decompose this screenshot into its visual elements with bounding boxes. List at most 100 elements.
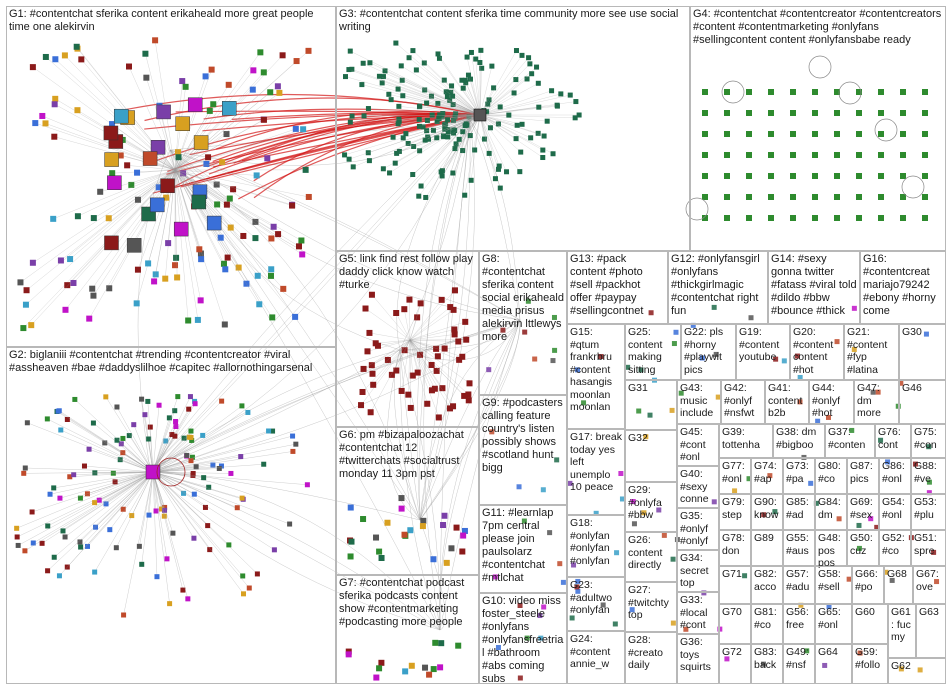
group-panel-g4[interactable]: G4: #contentchat #contentcreator #conten… — [690, 6, 946, 251]
group-panel-g28[interactable]: G28: #creato daily — [625, 632, 677, 684]
group-panel-g61[interactable]: G61: fuc my — [888, 604, 916, 658]
group-panel-g45[interactable]: G45: #cont #onl — [677, 424, 719, 466]
group-panel-g6[interactable]: G6: pm #bizapaloozachat #contentchat 12 … — [336, 427, 479, 575]
edge — [369, 114, 481, 161]
group-panel-g72[interactable]: G72 — [719, 644, 751, 684]
group-label: G82: acco — [754, 568, 777, 593]
group-panel-g39[interactable]: G39: tottenha — [719, 424, 773, 458]
group-panel-g24[interactable]: G24: #content annie_w — [567, 631, 625, 684]
group-panel-g32[interactable]: G32 — [625, 430, 677, 482]
group-panel-g60[interactable]: G60 — [852, 604, 888, 644]
edge — [174, 157, 209, 171]
group-panel-g18[interactable]: G18: #onlyfan #onlyfan #onlyfan — [567, 515, 625, 577]
group-panel-g74[interactable]: G74: #ap — [751, 458, 783, 494]
group-panel-g13[interactable]: G13: #pack content #photo #sell #packhot… — [567, 251, 668, 324]
group-panel-g36[interactable]: G36: toys squirts — [677, 634, 719, 684]
group-panel-g15[interactable]: G15: #qtum frankrbru #content hasangis m… — [567, 324, 625, 429]
group-panel-g40[interactable]: G40: #sexy conne — [677, 466, 719, 508]
group-panel-g38[interactable]: G38: dm #bigboo — [773, 424, 825, 458]
group-panel-g55[interactable]: G55: #aus — [783, 530, 815, 566]
group-panel-g85[interactable]: G85: #ad — [783, 494, 815, 530]
group-panel-g77[interactable]: G77: #onl — [719, 458, 751, 494]
group-panel-g46[interactable]: G46 — [899, 380, 946, 424]
group-panel-g31[interactable]: G31 — [625, 380, 677, 430]
group-panel-g23[interactable]: G23: #adultwo #onlyfan — [567, 577, 625, 631]
group-panel-g5[interactable]: G5: link find rest follow play daddy cli… — [336, 251, 479, 427]
group-panel-g49[interactable]: G49: #nsf — [783, 644, 815, 684]
group-panel-g83[interactable]: G83: back — [751, 644, 783, 684]
group-panel-g19[interactable]: G19: #content youtube — [736, 324, 790, 380]
group-panel-g68[interactable]: G68 — [884, 566, 913, 604]
group-panel-g10[interactable]: G10: video miss foster_steele #onlyfans … — [479, 593, 567, 685]
group-panel-g47[interactable]: G47: dm more — [854, 380, 899, 424]
group-panel-g20[interactable]: G20: #content content #hot — [790, 324, 844, 380]
group-panel-g43[interactable]: G43: music include — [677, 380, 721, 424]
group-panel-g41[interactable]: G41: content b2b — [765, 380, 809, 424]
group-panel-g37[interactable]: G37: #conten — [825, 424, 875, 458]
group-panel-g2[interactable]: G2: biglaniii #contentchat #trending #co… — [6, 347, 336, 684]
group-panel-g33[interactable]: G33: #local #cont — [677, 592, 719, 634]
group-panel-g75[interactable]: G75: #con — [911, 424, 946, 458]
group-panel-g34[interactable]: G34: secret top — [677, 550, 719, 592]
group-panel-g9[interactable]: G9: #podcasters calling feature country'… — [479, 395, 567, 505]
group-panel-g84[interactable]: G84: dm — [815, 494, 847, 530]
group-panel-g90[interactable]: G90: know — [751, 494, 783, 530]
group-panel-g65[interactable]: G65: #onl — [815, 604, 852, 644]
group-panel-g30[interactable]: G30 — [899, 324, 946, 380]
edge — [74, 399, 154, 473]
profile-node — [103, 125, 119, 141]
group-panel-g82[interactable]: G82: acco — [751, 566, 783, 604]
edge — [399, 349, 421, 521]
group-panel-g3[interactable]: G3: #contentchat content sferika time co… — [336, 6, 690, 251]
group-panel-g71[interactable]: G71 — [719, 566, 751, 604]
group-panel-g56[interactable]: G56: free — [783, 604, 815, 644]
group-panel-g25[interactable]: G25: content making sitting — [625, 324, 681, 380]
group-panel-g27[interactable]: G27: #twitchty top — [625, 582, 677, 632]
group-panel-g58[interactable]: G58: #sell — [815, 566, 852, 604]
group-panel-g50[interactable]: G50: cuz — [847, 530, 879, 566]
group-panel-g44[interactable]: G44: #onlyf #hot — [809, 380, 854, 424]
group-panel-g76[interactable]: G76: cont — [875, 424, 911, 458]
group-panel-g57[interactable]: G57: #adu — [783, 566, 815, 604]
group-panel-g86[interactable]: G86: #onl — [879, 458, 911, 494]
group-panel-g73[interactable]: G73: #pa — [783, 458, 815, 494]
group-panel-g21[interactable]: G21: #content #fyp #latina — [844, 324, 899, 380]
group-panel-g17[interactable]: G17: break today yes left unemplo 10 pea… — [567, 429, 625, 515]
group-panel-g67[interactable]: G67: ove — [913, 566, 946, 604]
group-panel-g16[interactable]: G16: #contentcreat mariajo79242 #ebony #… — [860, 251, 946, 324]
group-panel-g26[interactable]: G26: content directly — [625, 532, 677, 582]
group-panel-g11[interactable]: G11: #learnlap 7pm central please join p… — [479, 505, 567, 593]
group-panel-g35[interactable]: G35: #onlyf #onlyf — [677, 508, 719, 550]
group-panel-g80[interactable]: G80: #co — [815, 458, 847, 494]
group-panel-g1[interactable]: G1: #contentchat sferika content erikahe… — [6, 6, 336, 347]
group-panel-g52[interactable]: G52: #co — [879, 530, 911, 566]
group-panel-g89[interactable]: G89 — [751, 530, 783, 566]
group-panel-g63[interactable]: G63 — [916, 604, 946, 658]
group-panel-g12[interactable]: G12: #onlyfansgirl #onlyfans #thickgirlm… — [668, 251, 768, 324]
node — [856, 173, 862, 179]
node — [812, 173, 818, 179]
group-panel-g53[interactable]: G53: #plu — [911, 494, 946, 530]
group-panel-g48[interactable]: G48: pos pos — [815, 530, 847, 569]
group-panel-g22[interactable]: G22: pls #horny #playwit pics — [681, 324, 736, 380]
group-panel-g81[interactable]: G81: #co — [751, 604, 783, 644]
group-panel-g8[interactable]: G8: #contentchat sferika content social … — [479, 251, 567, 395]
group-panel-g87[interactable]: G87: pics — [847, 458, 879, 494]
group-panel-g79[interactable]: G79: step — [719, 494, 751, 530]
group-panel-g14[interactable]: G14: #sexy gonna twitter #fatass #viral … — [768, 251, 860, 324]
group-panel-g7[interactable]: G7: #contentchat podcast sferika podcast… — [336, 575, 479, 684]
group-panel-g66[interactable]: G66: #po — [852, 566, 884, 604]
group-panel-g70[interactable]: G70 — [719, 604, 751, 644]
edge — [479, 66, 493, 116]
group-panel-g51[interactable]: G51: spre — [911, 530, 946, 566]
group-panel-g88[interactable]: G88: #ve — [911, 458, 946, 494]
group-panel-g59[interactable]: G59: #follo — [852, 644, 888, 684]
group-panel-g42[interactable]: G42: #onlyf #nsfwt — [721, 380, 765, 424]
group-panel-g54[interactable]: G54: #onl — [879, 494, 911, 530]
group-panel-g64[interactable]: G64 — [815, 644, 852, 684]
node — [393, 309, 400, 316]
group-panel-g78[interactable]: G78: don — [719, 530, 751, 566]
group-panel-g69[interactable]: G69: #sex — [847, 494, 879, 530]
group-panel-g62[interactable]: G62 — [888, 658, 946, 684]
group-panel-g29[interactable]: G29: #onlyfa #bbw — [625, 482, 677, 532]
